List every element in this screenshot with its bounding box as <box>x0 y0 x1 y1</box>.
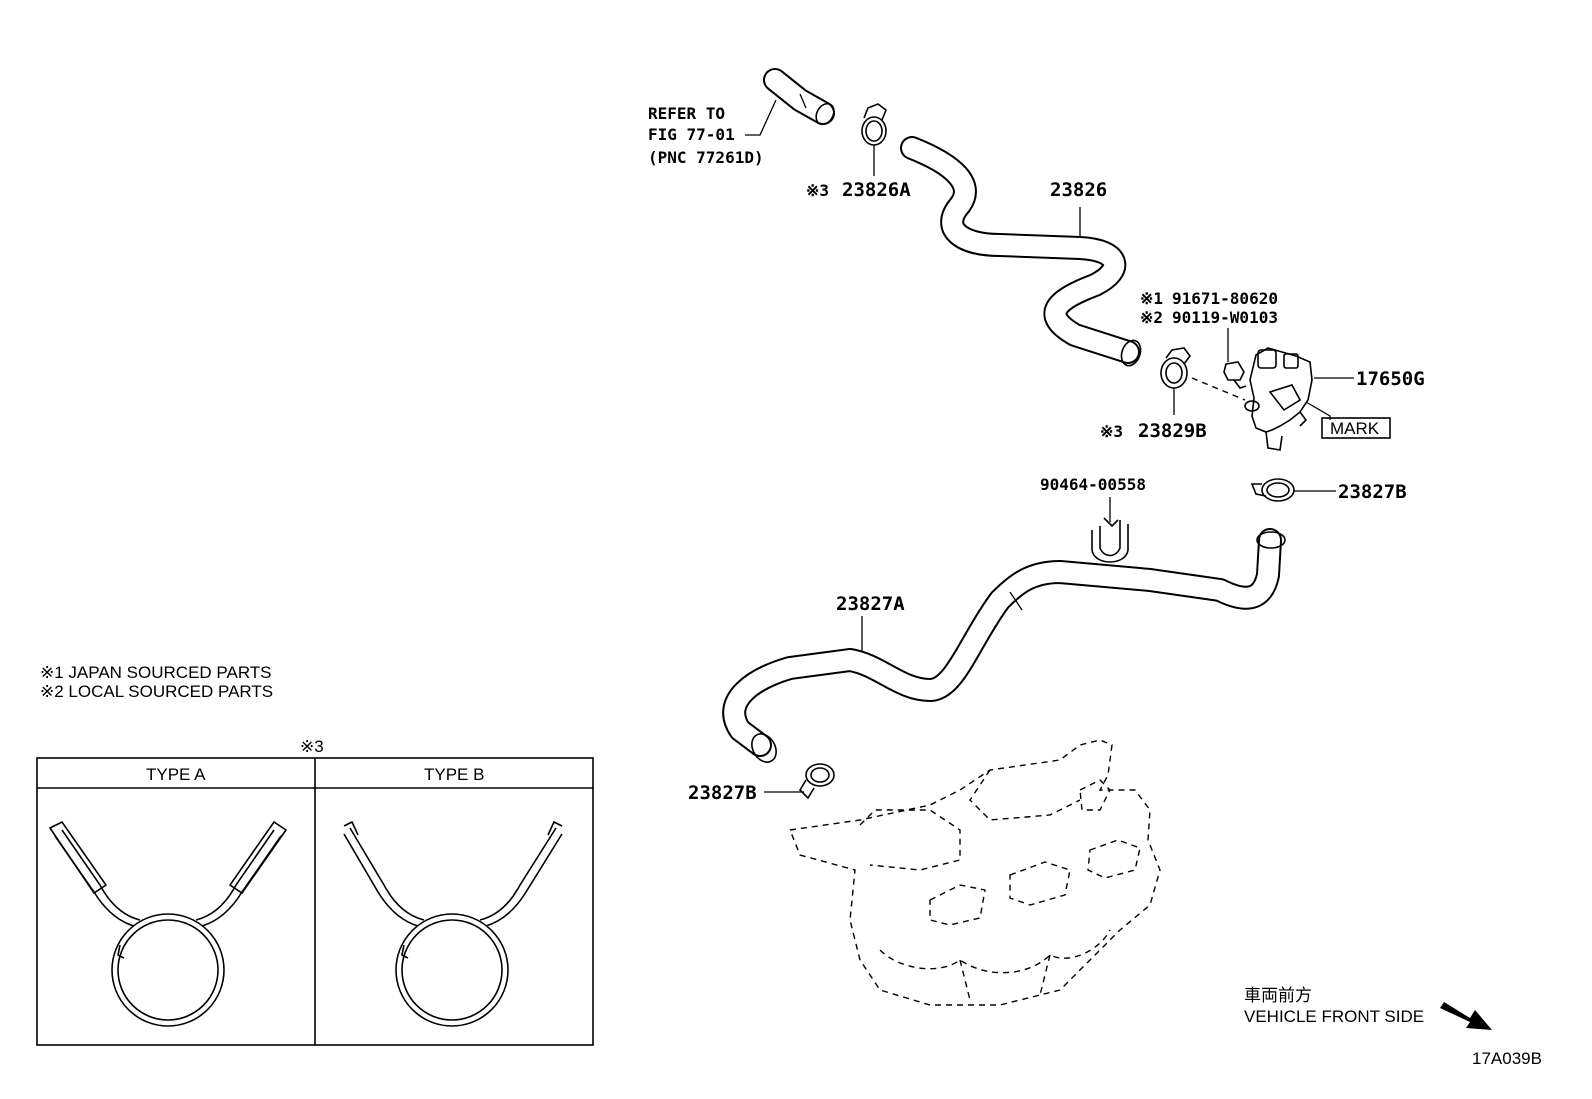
mark3-23826a: ※3 <box>806 181 829 200</box>
label-91671-80620: 91671-80620 <box>1172 289 1278 308</box>
label-90119-w0103: 90119-W0103 <box>1172 308 1278 327</box>
label-23829b: 23829B <box>1138 420 1207 442</box>
label-23827a: 23827A <box>836 593 905 615</box>
type-a-clamp-drawing <box>48 820 288 1027</box>
label-90464-00558: 90464-00558 <box>1040 475 1146 494</box>
label-23826: 23826 <box>1050 179 1107 201</box>
note-japan-sourced: ※1 JAPAN SOURCED PARTS <box>40 663 272 682</box>
clamp-23827b-bottom <box>764 763 835 800</box>
bolt-91671 <box>1223 328 1247 389</box>
clamp-type-table <box>36 757 594 1046</box>
label-23826a: 23826A <box>842 179 911 201</box>
front-direction-arrow-icon <box>1440 1002 1492 1030</box>
label-17650g: 17650G <box>1356 368 1425 390</box>
clamp-23826a <box>861 103 887 176</box>
figure-id: 17A039B <box>1472 1049 1542 1068</box>
refer-line3: (PNC 77261D) <box>648 148 764 167</box>
note-local-sourced: ※2 LOCAL SOURCED PARTS <box>40 682 273 701</box>
reference-pipe <box>745 68 835 136</box>
inset-mark3: ※3 <box>300 737 324 756</box>
label-23827b-bottom: 23827B <box>688 782 757 804</box>
type-b-header: TYPE B <box>424 765 484 784</box>
refer-line2: FIG 77-01 <box>648 125 735 144</box>
mark1-91671: ※1 <box>1140 289 1163 308</box>
clamp-23829b <box>1160 347 1191 415</box>
type-b-clamp-drawing <box>343 820 563 1027</box>
front-label-en: VEHICLE FRONT SIDE <box>1244 1007 1424 1026</box>
front-label-jp: 車両前方 <box>1244 986 1312 1005</box>
refer-line1: REFER TO <box>648 104 725 123</box>
type-a-header: TYPE A <box>146 765 206 784</box>
hose-23827a <box>722 528 1286 763</box>
intake-manifold <box>789 739 1161 1006</box>
mark3-23829b: ※3 <box>1100 422 1123 441</box>
label-23827b-top: 23827B <box>1338 481 1407 503</box>
clip-90464 <box>1091 497 1129 563</box>
label-mark: MARK <box>1330 419 1380 438</box>
hose-23826 <box>900 136 1142 367</box>
clamp-23827b-top <box>1250 478 1336 502</box>
mark2-90119: ※2 <box>1140 308 1163 327</box>
mark-box <box>1321 417 1391 439</box>
